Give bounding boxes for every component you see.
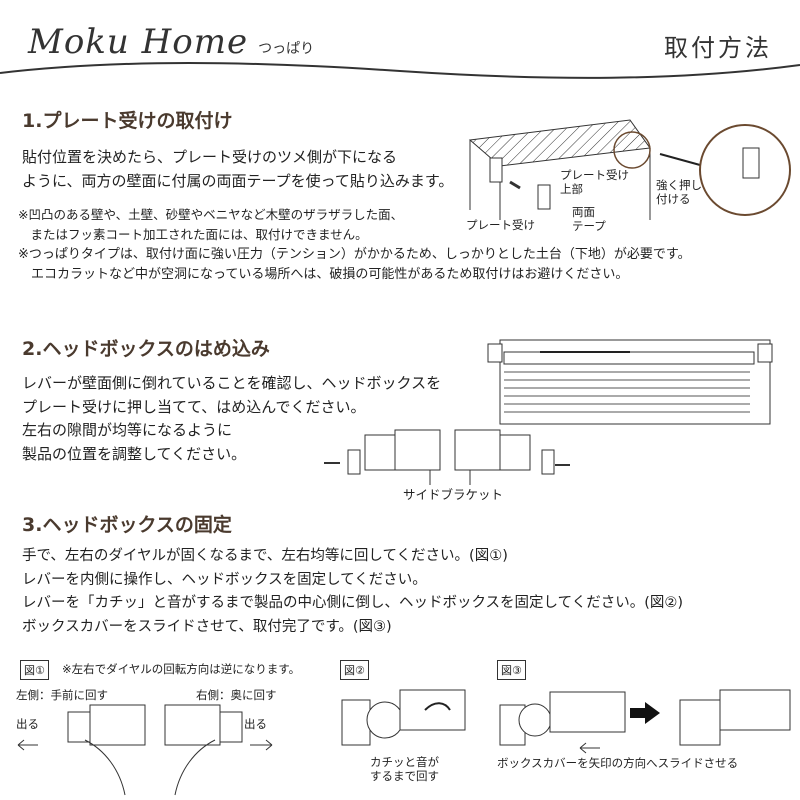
s1-notes: ※凹凸のある壁や、土壁、砂壁やベニヤなど木壁のザラザラした面、 またはフッ素コー… [18,205,691,285]
text-line: 貼付位置を決めたら、プレート受けのツメ側が下になる [22,148,398,166]
brand-logo: Moku Home [28,22,249,62]
text-line: ように、両方の壁面に付属の両面テープを使って貼り込みます。 [22,171,454,190]
fig3-illustration [499,689,791,754]
header-divider [0,62,800,79]
note-line: ※つっぱりタイプは、取付け面に強い圧力（テンション）がかかるため、しっかりとした… [18,247,691,262]
text-line: ボックスカバーをスライドさせて、取付完了です。(図③) [22,618,392,635]
fig2-tag: 図② [340,660,369,680]
label-tape: 両面テープ [572,205,606,233]
fig1-note: ※左右でダイヤルの回転方向は逆になります。 [62,662,301,676]
fig2-caption: カチッと音がするまで回す [370,755,439,783]
section-1-heading: 1.プレート受けの取付け [22,110,233,132]
fig1-right-label: 右側：奥に回す [196,688,277,702]
fig1-out-right: 出る [244,717,267,731]
text-line: レバーを「カチッ」と音がするまで製品の中心側に倒し、ヘッドボックスを固定してくだ… [22,595,684,611]
s2-text: レバーが壁面側に倒れていることを確認し、ヘッドボックスを プレート受けに押し当て… [22,372,441,466]
section-2-heading: 2.ヘッドボックスのはめ込み [22,338,270,360]
s1-text: 貼付位置を決めたら、プレート受けのツメ側が下になる ように、両方の壁面に付属の両… [22,146,453,193]
text-line: プレート受けに押し当てて、はめ込んでください。 [22,397,366,416]
fig1-left-label: 左側：手前に回す [16,688,108,702]
brand-subtitle: つっぱり [258,41,315,57]
text-line: 製品の位置を調整してください。 [22,444,247,463]
note-line: ※凹凸のある壁や、土壁、砂壁やベニヤなど木壁のザラザラした面、 [18,207,404,222]
page-title: 取付方法 [664,34,772,62]
label-plate: プレート受け [466,218,535,232]
fig2-illustration [341,689,466,746]
note-line: またはフッ素コート加工された面には、取付けできません。 [18,227,368,242]
label-side-bracket: サイドブラケット [403,487,504,502]
side-bracket-diagram [324,429,570,485]
fig3-caption: ボックスカバーを矢印の方向へスライドさせる [497,756,739,770]
note-line: エコカラットなど中が空洞になっている場所へは、破損の可能性があるため取付けはお避… [18,267,629,282]
section-3-heading: 3.ヘッドボックスの固定 [22,514,232,536]
fig1-illustration [17,704,273,796]
plate-diagram [468,119,791,220]
text-line: 左右の隙間が均等になるように [22,421,233,439]
headbox-diagram [487,339,773,425]
text-line: 手で、左右のダイヤルが固くなるまで、左右均等に回してください。(図①) [22,548,508,564]
text-line: レバーを内側に操作し、ヘッドボックスを固定してください。 [22,571,427,588]
brand-header: Moku Home つっぱり [28,22,314,62]
fig3-tag: 図③ [497,660,526,680]
label-press: 強く押し付ける [656,178,702,206]
text-line: レバーが壁面側に倒れていることを確認し、ヘッドボックスを [22,374,442,392]
fig1-out-left: 出る [16,717,39,731]
label-plate-top: プレート受け上部 [560,168,629,196]
fig1-tag: 図① [20,660,49,680]
s3-text: 手で、左右のダイヤルが固くなるまで、左右均等に回してください。(図①) レバーを… [22,545,683,639]
